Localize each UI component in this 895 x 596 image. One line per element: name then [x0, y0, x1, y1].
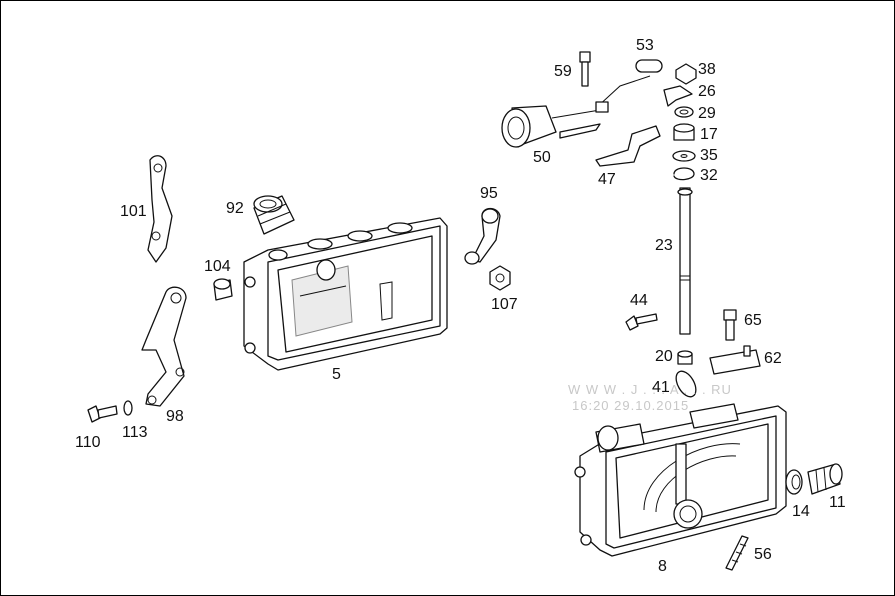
callout-59: 59 — [554, 63, 572, 80]
part-35-washer — [672, 150, 696, 162]
part-44-screw — [625, 313, 658, 331]
part-41-disc — [675, 370, 697, 398]
callout-44: 44 — [630, 292, 648, 309]
callout-101: 101 — [120, 203, 147, 220]
callout-32: 32 — [700, 167, 718, 184]
part-95-lever — [464, 207, 501, 265]
part-5-housing — [243, 217, 448, 371]
callout-62: 62 — [764, 350, 782, 367]
callout-20: 20 — [655, 348, 673, 365]
part-32-circlip — [673, 167, 695, 181]
part-98-lever — [141, 286, 187, 407]
part-50-actuator — [501, 75, 651, 148]
part-62-switch — [709, 345, 761, 375]
part-107-nut — [489, 265, 511, 291]
callout-41: 41 — [652, 379, 670, 396]
callout-14: 14 — [792, 503, 810, 520]
part-92-boot — [253, 195, 295, 235]
callout-104: 104 — [204, 258, 231, 275]
part-65-screw — [723, 309, 737, 341]
callout-17: 17 — [700, 126, 718, 143]
part-56-stud — [725, 535, 749, 571]
callout-35: 35 — [700, 147, 718, 164]
part-11-fitting — [807, 463, 843, 495]
callout-53: 53 — [636, 37, 654, 54]
part-20-bushing — [677, 350, 693, 365]
part-14-seal — [785, 469, 803, 495]
part-110-bolt — [87, 405, 118, 423]
callout-5: 5 — [332, 366, 341, 383]
callout-8: 8 — [658, 558, 667, 575]
part-53-pin — [635, 59, 663, 73]
part-47-bracket — [595, 125, 661, 167]
callout-113: 113 — [122, 424, 148, 441]
part-104-bushing — [213, 278, 233, 301]
callout-95: 95 — [480, 185, 498, 202]
callout-11: 11 — [829, 494, 846, 511]
part-59-screw — [579, 51, 591, 87]
callout-26: 26 — [698, 83, 716, 100]
callout-98: 98 — [166, 408, 184, 425]
callout-110: 110 — [75, 434, 101, 451]
watermark-url: W W W . J . . . A . . . RU — [568, 382, 732, 397]
watermark-timestamp: 16:20 29.10.2015 — [572, 398, 690, 413]
callout-92: 92 — [226, 200, 244, 217]
callout-65: 65 — [744, 312, 762, 329]
part-101-bracket — [147, 155, 173, 263]
part-29-ring — [674, 106, 694, 118]
part-23-shaft — [677, 187, 693, 335]
part-113-washer — [123, 400, 133, 416]
callout-107: 107 — [491, 296, 518, 313]
part-38-nut — [675, 63, 697, 85]
callout-50: 50 — [533, 149, 551, 166]
callout-56: 56 — [754, 546, 772, 563]
callout-29: 29 — [698, 105, 716, 122]
part-17-bushing — [673, 123, 695, 141]
callout-47: 47 — [598, 171, 616, 188]
part-8-housing — [574, 403, 787, 557]
part-26-clip — [663, 85, 693, 107]
callout-38: 38 — [698, 61, 716, 78]
callout-23: 23 — [655, 237, 673, 254]
